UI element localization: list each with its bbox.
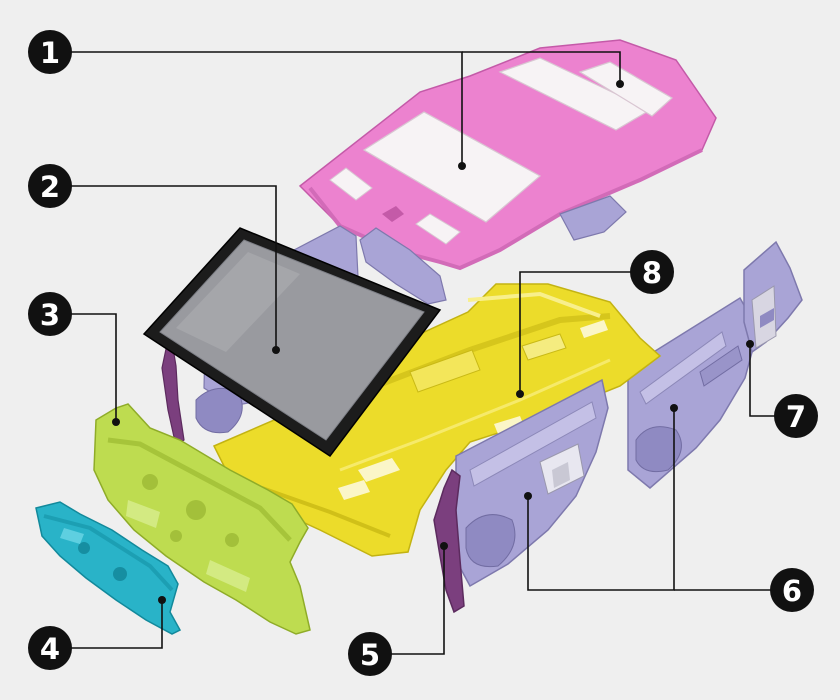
callout-badge-7: 7 bbox=[774, 394, 818, 438]
a-pillar-trim bbox=[161, 329, 465, 614]
callout-badge-6: 6 bbox=[770, 568, 814, 612]
callout-number-6: 6 bbox=[782, 574, 802, 608]
callout-badge-3: 3 bbox=[28, 292, 72, 336]
headliner bbox=[298, 39, 717, 305]
callout-number-8: 8 bbox=[642, 256, 662, 290]
callout-number-3: 3 bbox=[40, 298, 60, 332]
dash-insulator-inner bbox=[35, 501, 182, 635]
callout-badge-1: 1 bbox=[28, 30, 72, 74]
callout-number-1: 1 bbox=[40, 36, 60, 70]
callout-number-5: 5 bbox=[360, 638, 380, 672]
rear-quarter-trim bbox=[743, 240, 803, 354]
rear-door-trim-panel bbox=[627, 296, 759, 489]
leader-dots bbox=[112, 80, 754, 604]
front-door-trim-panel bbox=[455, 378, 609, 588]
callout-badge-2: 2 bbox=[28, 164, 72, 208]
callout-number-7: 7 bbox=[786, 400, 806, 434]
floor-carpet bbox=[212, 283, 662, 557]
callout-number-2: 2 bbox=[40, 170, 60, 204]
callout-badge-5: 5 bbox=[348, 632, 392, 676]
callout-number-4: 4 bbox=[40, 632, 60, 666]
leader-lines bbox=[70, 51, 796, 655]
callout-badge-8: 8 bbox=[630, 250, 674, 294]
callout-badge-4: 4 bbox=[28, 626, 72, 670]
dash-insulator-outer bbox=[93, 403, 311, 635]
windshield bbox=[142, 227, 442, 458]
